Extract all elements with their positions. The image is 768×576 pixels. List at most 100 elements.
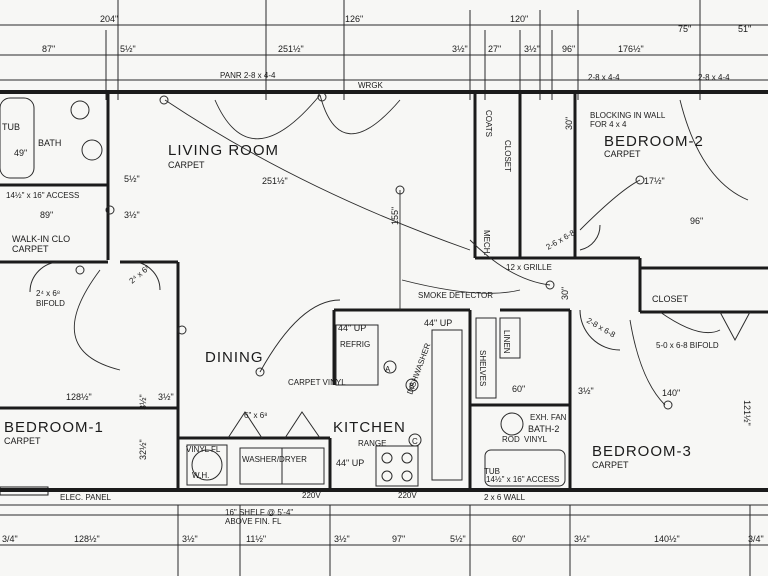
dim-interior: 3½" [158,392,174,402]
room-bath-2: BATH-2 [528,424,559,434]
floor-bedroom-3: CARPET [592,460,629,470]
shelf-label-2: ABOVE FIN. FL [225,517,282,526]
bifold-label: BIFOLD [36,299,65,308]
fixtures [0,97,566,487]
room-bedroom-2: BEDROOM-2 [604,133,704,150]
room-bedroom-1: BEDROOM-1 [4,419,104,436]
grille-label: 12 x GRILLE [506,263,552,272]
dim-top: 126" [345,14,363,24]
dim-top: 87" [42,44,55,54]
blocking-note-2: FOR 4 x 4 [590,120,627,129]
interior-walls [0,92,768,490]
dim-bottom: 3½" [574,534,590,544]
water-heater-label: W.H. [192,471,209,480]
dim-interior: 128½" [66,392,92,402]
top-dimension-lines [0,0,768,100]
marker-a: A [385,365,391,374]
range-label: RANGE [358,439,386,448]
wall-2x6-label: 2 x 6 WALL [484,493,526,502]
dim-top: 5½" [120,44,136,54]
electrical-panel-label: ELEC. PANEL [60,493,112,502]
dim-bottom: 5½" [450,534,466,544]
dim-interior: 17½" [644,176,665,186]
floor-walk-in-closet: CARPET [12,244,49,254]
dim-interior: 49" [14,148,27,158]
dim-interior: 89" [40,210,53,220]
water-heater [186,444,228,486]
dim-top: 120" [510,14,528,24]
dim-interior: 44" UP [338,323,366,333]
dim-interior: 30" [564,117,574,130]
bottom-dimension-lines [0,505,768,576]
mech-label: MECH. [482,230,491,256]
floor-bedroom-1: CARPET [4,436,41,446]
room-kitchen: KITCHEN [333,419,406,436]
tub-left-label: TUB [2,122,20,132]
dim-interior: 140" [662,388,680,398]
washer-dryer-label: WASHER/DRYER [242,455,307,464]
room-bath: BATH [38,138,61,148]
dim-bottom: 140½" [654,534,680,544]
dim-interior: 30" [560,287,570,300]
dim-bottom: 128½" [74,534,100,544]
tub-left [0,97,35,179]
dim-top: 3½" [452,44,468,54]
dim-interior: 44" UP [424,318,452,328]
shelves [475,317,497,399]
door-label: 2⁴ x 6⁸ [128,263,152,285]
door-label: 2-6 x 6-8 [545,228,577,252]
door-swings [29,224,751,439]
dim-interior: 3½" [124,210,140,220]
framing-note: 2-8 x 4-4 [698,73,730,82]
dim-top: 51" [738,24,751,34]
dim-interior: 155" [390,207,400,225]
dim-bottom: 3½" [182,534,198,544]
dim-interior: 121½" [742,400,752,426]
tub-bath2 [484,449,566,487]
carpet-vinyl-label: CARPET VINYL [288,378,346,387]
dim-top: 75" [678,24,691,34]
wrgk-note: WRGK [358,81,384,90]
bifold-label: 2⁴ x 6⁸ [36,289,60,298]
linen-label: LINEN [502,330,511,354]
floor-bedroom-2: CARPET [604,149,641,159]
room-bedroom-3: BEDROOM-3 [592,443,692,460]
dim-interior: 32½" [138,439,148,460]
marker-c: C [412,437,418,446]
dim-top: 204" [100,14,118,24]
dim-interior: 3½" [578,386,594,396]
door-size-label: 6" x 6⁸ [244,411,268,420]
header-note: PANR 2-8 x 4-4 [220,71,276,80]
dim-bottom: 3/4" [748,534,764,544]
access-label: 14½" x 16" ACCESS [6,191,79,200]
toilet [81,139,103,161]
framing-note: 2-8 x 4-4 [588,73,620,82]
volt-label: 220V [302,491,321,500]
exhaust-fan-label: EXH. FAN [530,413,567,422]
floor-living-room: CARPET [168,160,205,170]
smoke-detector-label: SMOKE DETECTOR [418,291,493,300]
range [375,445,419,487]
dim-bottom: 3½" [334,534,350,544]
dim-bottom: 97" [392,534,405,544]
volt-label: 220V [398,491,417,500]
dim-top: 27" [488,44,501,54]
vinyl-label: VINYL [524,435,548,444]
dim-interior: 44" UP [336,458,364,468]
tub-bath2-label: TUB [484,467,500,476]
closet-small-label: CLOSET [503,140,512,172]
outlets [75,92,673,447]
linen [499,317,521,359]
coats-label: COATS [484,110,493,137]
exterior-walls [0,90,768,516]
access-bath2-label: 14½" x 16" ACCESS [486,475,559,484]
room-dining: DINING [205,349,264,366]
dim-top: 176½" [618,44,644,54]
dim-top: 96" [562,44,575,54]
refrigerator-label: REFRIG [340,340,370,349]
dim-bottom: 60" [512,534,525,544]
refrigerator [335,324,379,386]
dim-top: 3½" [524,44,540,54]
dim-bottom: 3/4" [2,534,18,544]
dim-bottom: 11½" [246,534,266,544]
